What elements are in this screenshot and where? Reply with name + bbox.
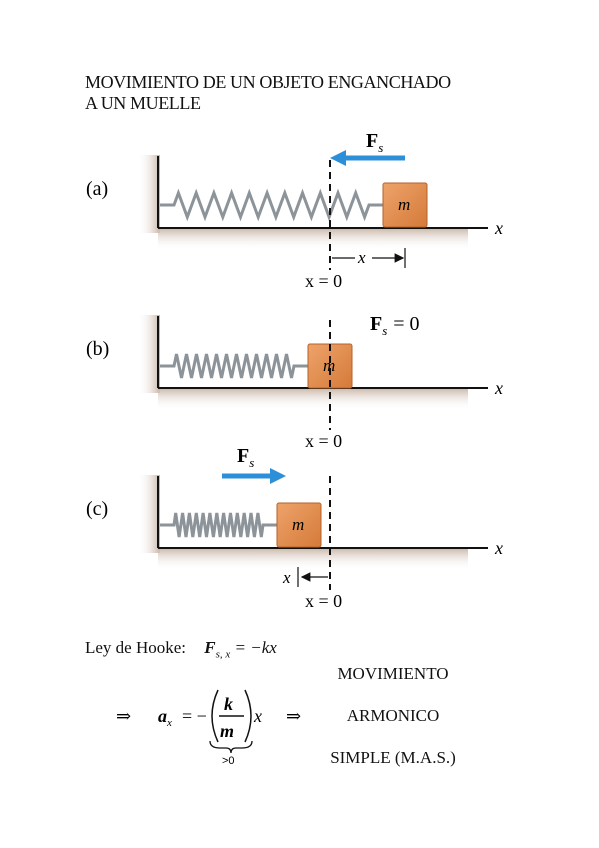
title-line-1: MOVIMIENTO DE UN OBJETO ENGANCHADO <box>85 72 451 92</box>
panel-a: (a) x m Fs x x = 0 <box>86 130 503 291</box>
mass-label: m <box>323 356 335 375</box>
accel-equals: = − <box>182 706 207 726</box>
hooke-law: Ley de Hooke: Fs, x = −kx <box>85 638 277 660</box>
paren-left <box>211 689 219 743</box>
mass-block <box>382 182 428 228</box>
floor <box>158 388 468 410</box>
page-title: MOVIMIENTO DE UN OBJETO ENGANCHADO A UN … <box>85 72 451 114</box>
hooke-lhs-sub: s, x <box>215 648 231 661</box>
hooke-rhs: = −kx <box>234 638 277 657</box>
hooke-label: Ley de Hooke: <box>85 638 187 657</box>
origin-label: x = 0 <box>305 591 342 611</box>
spring <box>160 353 308 379</box>
panel-label-b: (b) <box>86 338 109 360</box>
implies-symbol-2: ⇒ <box>286 706 301 726</box>
mas-line-2: ARMONICO <box>346 706 440 725</box>
origin-label: x = 0 <box>305 431 342 451</box>
underbrace <box>209 740 253 754</box>
axis-label-x: x <box>494 378 503 398</box>
accel-x: x <box>253 706 262 726</box>
panel-label-c: (c) <box>86 498 108 520</box>
floor <box>158 228 468 250</box>
panel-label-a: (a) <box>86 178 108 200</box>
axis-label-x: x <box>494 538 503 558</box>
accel-equation: ⇒ ax = − k m x >0 ⇒ <box>116 689 301 767</box>
force-arrowhead <box>330 150 346 166</box>
disp-label: x <box>357 248 366 267</box>
force-label: Fs <box>366 130 383 155</box>
mass-label: m <box>292 515 304 534</box>
hooke-lhs: F <box>204 638 216 657</box>
mas-line-1: MOVIMIENTO <box>337 664 449 683</box>
mass-block <box>276 502 322 548</box>
wall <box>138 155 160 233</box>
accel-symbol: ax <box>158 706 172 729</box>
hooke-equation: Fs, x = −kx <box>204 638 277 661</box>
panel-b: (b) x m Fs= 0 x = 0 <box>86 313 503 451</box>
axis-label-x: x <box>494 218 503 238</box>
spring <box>160 512 277 538</box>
origin-label: x = 0 <box>305 271 342 291</box>
fraction-denominator: m <box>220 721 234 741</box>
floor <box>158 548 468 570</box>
paren-right <box>244 689 252 743</box>
wall <box>138 475 160 553</box>
positive-note: >0 <box>222 755 235 767</box>
panel-c: (c) x m Fs x x = 0 <box>86 445 503 611</box>
spring <box>160 188 383 222</box>
force-arrowhead <box>270 468 286 484</box>
implies-symbol: ⇒ <box>116 706 131 726</box>
disp-label: x <box>282 568 291 587</box>
title-line-2: A UN MUELLE <box>85 93 201 113</box>
wall <box>138 315 160 393</box>
force-label: Fs <box>237 445 254 470</box>
force-label: Fs= 0 <box>370 313 420 338</box>
mas-line-3: SIMPLE (M.A.S.) <box>330 748 456 767</box>
fraction-numerator: k <box>224 694 233 714</box>
mass-label: m <box>398 195 410 214</box>
